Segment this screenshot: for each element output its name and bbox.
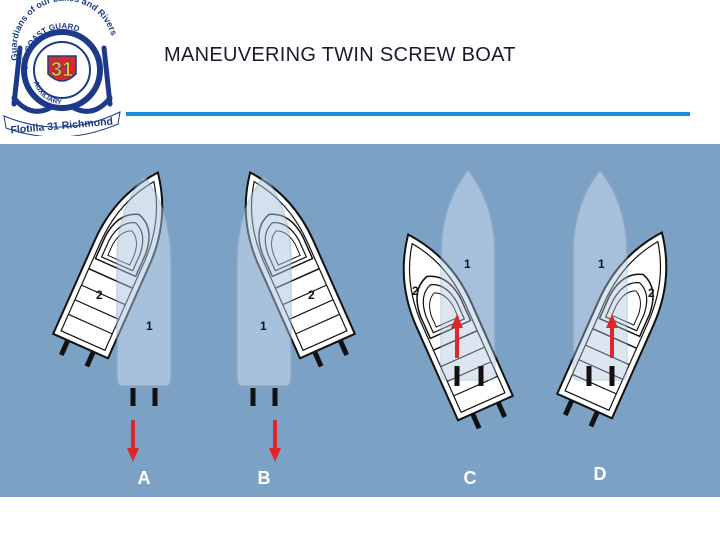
flotilla-logo: Guardians of our Lakes and Rivers U.S. C…	[3, 0, 121, 136]
label-1-d: 1	[598, 257, 605, 271]
panel-c: 2 1 C	[381, 169, 520, 488]
panel-letter-d: D	[594, 464, 607, 484]
title-rule	[126, 112, 690, 116]
label-2-a: 2	[96, 288, 103, 302]
label-1-b: 1	[260, 319, 267, 333]
panel-a: 2 1 A	[47, 160, 186, 488]
logo-number: 31	[51, 59, 73, 81]
anchor-icon	[11, 45, 113, 114]
twin-screw-diagram: 2 1 A 2 1 B 2 1 C 2 1	[0, 144, 720, 497]
panel-letter-c: C	[464, 468, 477, 488]
label-2-b: 2	[308, 288, 315, 302]
label-1-c: 1	[464, 257, 471, 271]
page-title: MANEUVERING TWIN SCREW BOAT	[164, 44, 516, 66]
label-2-d: 2	[648, 286, 655, 300]
label-2-c: 2	[412, 284, 419, 298]
panel-letter-b: B	[258, 468, 271, 488]
panel-d: 2 1 D	[551, 169, 690, 484]
panel-b: 2 1 B	[223, 160, 362, 488]
panel-letter-a: A	[138, 468, 151, 488]
label-1-a: 1	[146, 319, 153, 333]
